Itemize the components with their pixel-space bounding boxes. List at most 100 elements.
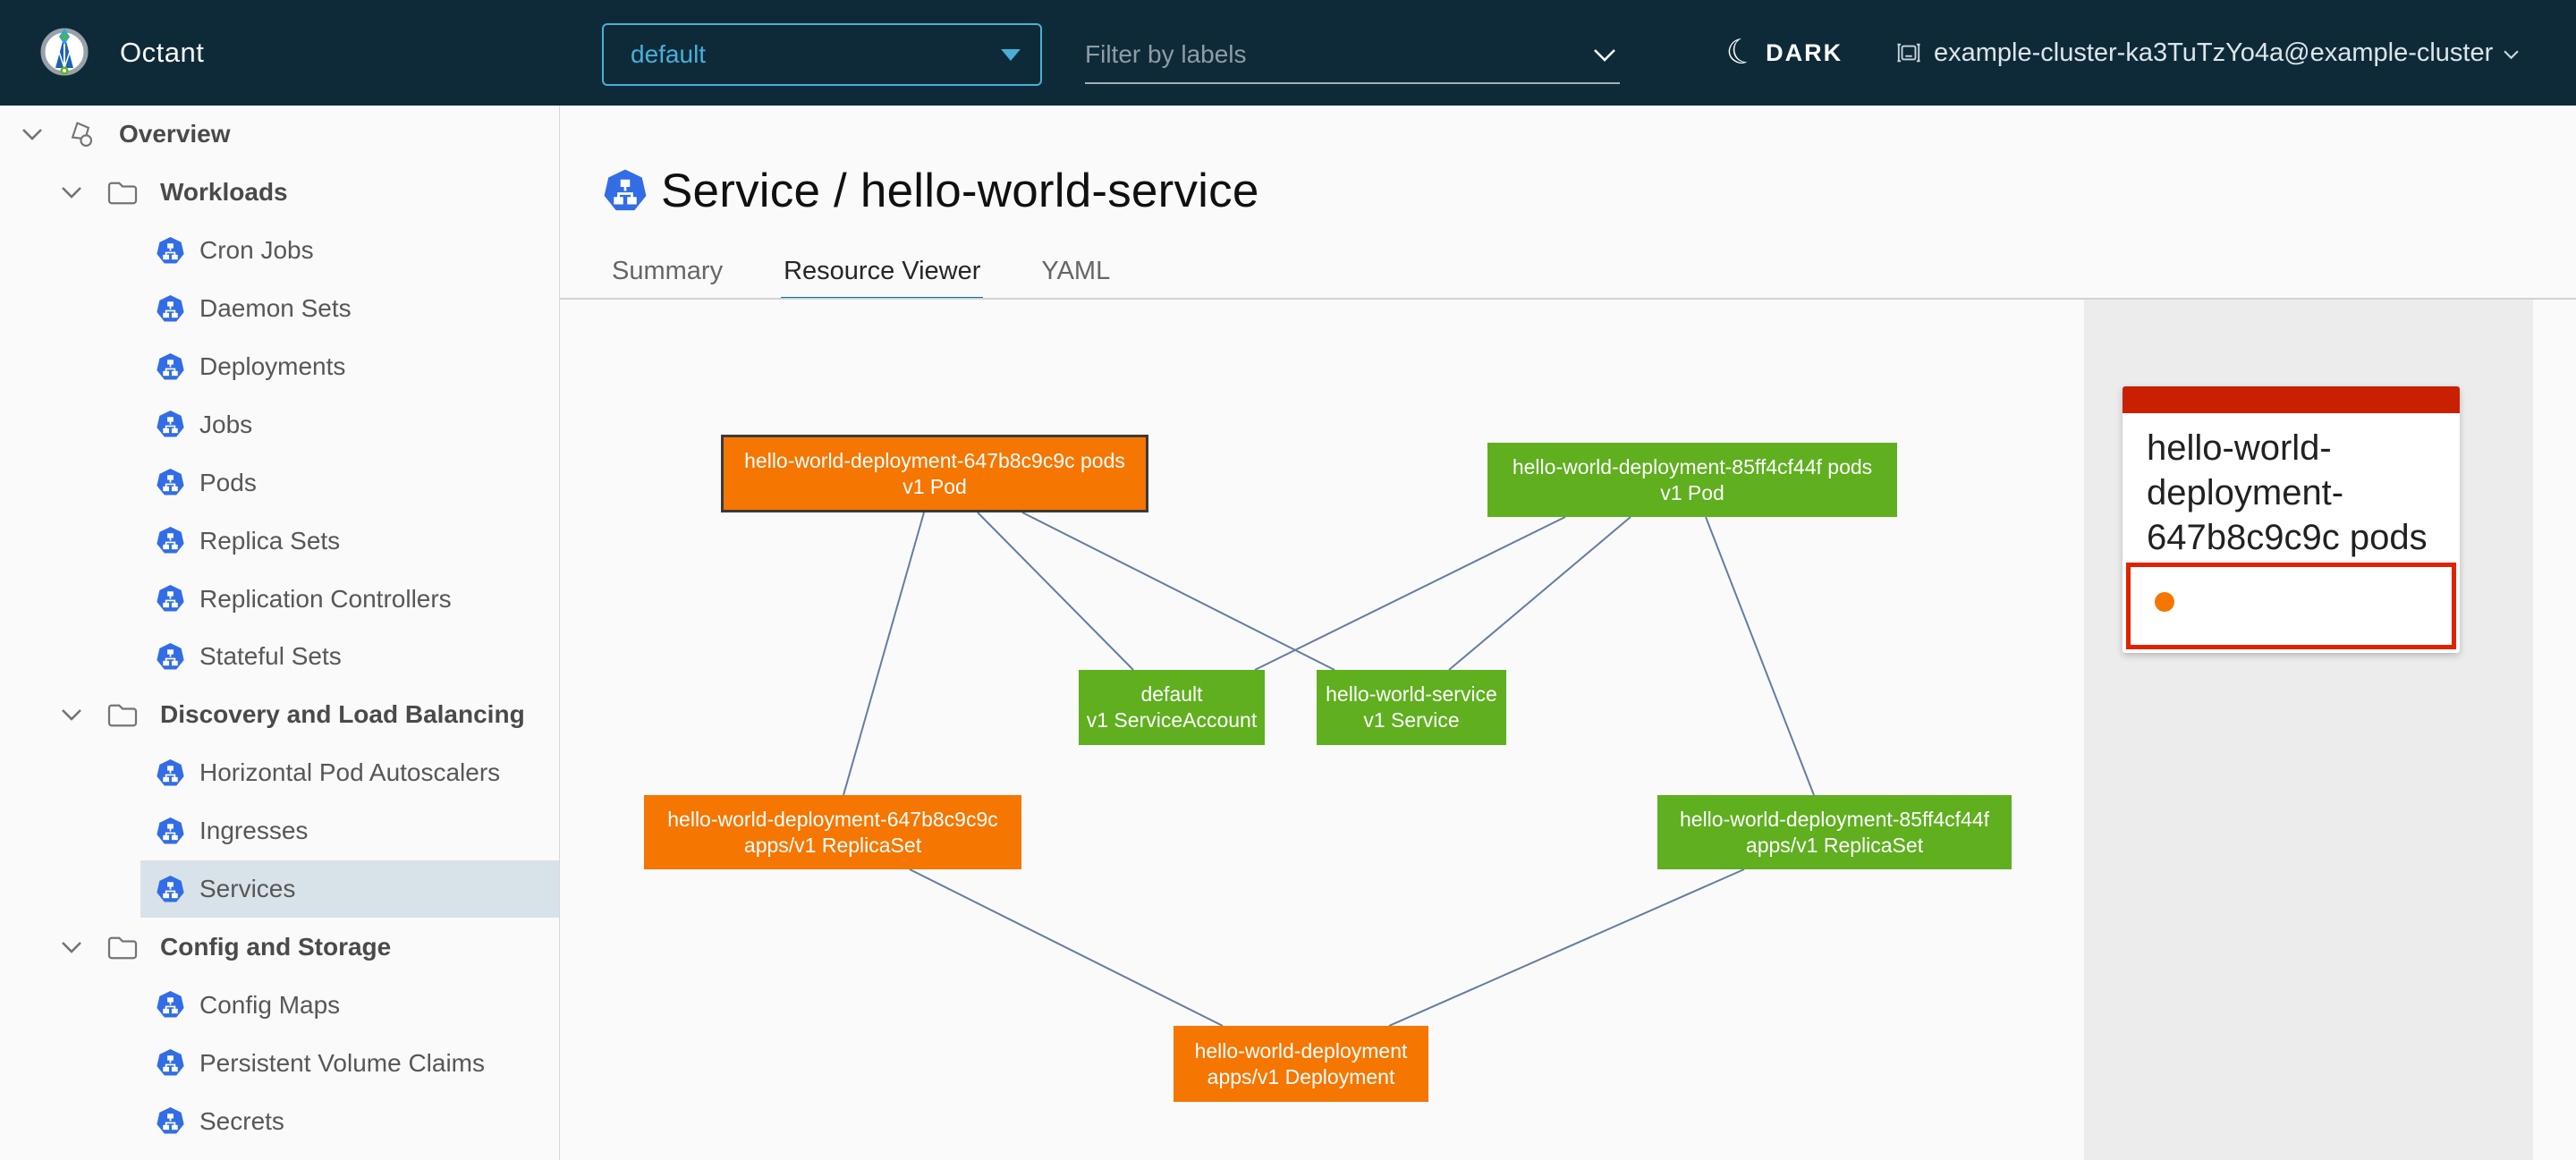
filter-by-labels-input[interactable] [1085, 40, 1593, 69]
k8s-replication-controllers-icon [157, 585, 184, 612]
sidebar-item-config-and-storage[interactable]: Config and Storage [0, 918, 559, 976]
graph-edges [843, 512, 1815, 1027]
node-label-name: hello-world-deployment [1194, 1038, 1408, 1063]
k8s-pods-icon [157, 469, 184, 495]
folder-icon [107, 936, 138, 960]
sidebar-item-secrets[interactable]: Secrets [0, 1092, 559, 1150]
chevron-down-icon [22, 129, 42, 141]
sidebar-item-label: Cron Jobs [199, 236, 314, 265]
sidebar-item-label: Services [199, 875, 296, 903]
namespace-selector[interactable]: default [602, 23, 1042, 86]
moon-icon: ☾ [1722, 30, 1761, 75]
sidebar-item-label: Daemon Sets [199, 294, 352, 323]
cluster-context-selector[interactable]: example-cluster-ka3TuTzYo4a@example-clus… [1896, 0, 2519, 106]
chevron-down-icon [62, 709, 81, 722]
node-label-kind: v1 Pod [902, 474, 967, 498]
node-label-kind: v1 Service [1363, 708, 1460, 732]
selected-node-detail-card: hello-world-deployment-647b8c9c9c pods [2123, 386, 2460, 653]
tab-bar: Summary Resource Viewer YAML [609, 257, 1113, 301]
service-resource-icon [604, 168, 647, 214]
tab-summary[interactable]: Summary [612, 257, 724, 285]
sidebar-item-label: Config and Storage [160, 932, 392, 961]
sidebar-item-replica-sets[interactable]: Replica Sets [0, 512, 559, 570]
applications-icon [71, 122, 93, 148]
k8s-persistent-volume-claims-icon [157, 1049, 184, 1076]
sidebar-item-workloads[interactable]: Workloads [0, 164, 559, 222]
tab-resource-viewer[interactable]: Resource Viewer [781, 257, 984, 301]
sidebar-item-label: Workloads [160, 178, 288, 207]
sidebar-item-label: Horizontal Pod Autoscalers [199, 758, 501, 787]
node-label-kind: v1 Pod [1660, 480, 1724, 504]
sidebar-item-overview[interactable]: Overview [0, 106, 559, 164]
detail-panel: hello-world-deployment-647b8c9c9c pods [2084, 300, 2533, 1160]
sidebar-item-label: Deployments [199, 352, 346, 380]
k8s-services-icon [157, 875, 184, 902]
chevron-down-icon [2504, 49, 2519, 60]
page-title-text: Service / hello-world-service [661, 165, 1259, 217]
sidebar-item-cron-jobs[interactable]: Cron Jobs [0, 222, 559, 280]
folder-icon [107, 182, 138, 205]
octant-logo-icon [39, 27, 89, 77]
sidebar-item-deployments[interactable]: Deployments [0, 338, 559, 396]
node-label-name: hello-world-deployment-85ff4cf44f pods [1512, 454, 1873, 478]
sidebar-item-label: Ingresses [199, 817, 309, 845]
sidebar-item-label: Replication Controllers [199, 584, 452, 613]
sidebar-item-discovery-and-load-balancing[interactable]: Discovery and Load Balancing [0, 686, 559, 744]
k8s-secrets-icon [157, 1107, 184, 1134]
app-title: Octant [120, 37, 205, 68]
k8s-deployments-icon [157, 352, 184, 379]
k8s-replica-sets-icon [157, 527, 184, 554]
sidebar-item-label: Discovery and Load Balancing [160, 700, 525, 729]
sidebar-item-ingresses[interactable]: Ingresses [0, 802, 559, 860]
app-header: Octant default ☾ DARK example-cluster-ka… [0, 0, 2576, 106]
k8s-jobs-icon [157, 411, 184, 437]
sidebar-item-label: Config Maps [199, 990, 341, 1019]
node-label-kind: apps/v1 ReplicaSet [743, 833, 922, 857]
theme-toggle-label: DARK [1766, 38, 1843, 66]
content-divider [560, 298, 2576, 300]
k8s-cron-jobs-icon [157, 236, 184, 264]
node-label-kind: apps/v1 Deployment [1207, 1064, 1395, 1088]
node-label-kind: v1 ServiceAccount [1086, 708, 1258, 732]
chevron-down-icon [62, 187, 81, 199]
sidebar-item-services[interactable]: Services [0, 859, 559, 919]
sidebar-item-label: Stateful Sets [199, 642, 342, 671]
pod-status-dot[interactable] [2155, 592, 2174, 612]
k8s-config-maps-icon [157, 991, 184, 1018]
node-label-name: hello-world-deployment-85ff4cf44f [1679, 807, 1990, 831]
dark-theme-toggle[interactable]: ☾ DARK [1722, 0, 1843, 106]
k8s-stateful-sets-icon [157, 642, 184, 670]
node-label-name: hello-world-deployment-647b8c9c9c [667, 807, 998, 831]
node-label-kind: apps/v1 ReplicaSet [1745, 833, 1924, 857]
label-filter [1085, 27, 1620, 84]
folder-icon [107, 704, 138, 727]
sidebar-item-replication-controllers[interactable]: Replication Controllers [0, 570, 559, 628]
sidebar-item-pods[interactable]: Pods [0, 453, 559, 512]
sidebar-item-label: Pods [199, 468, 257, 496]
sidebar-item-daemon-sets[interactable]: Daemon Sets [0, 280, 559, 338]
sidebar-item-persistent-volume-claims[interactable]: Persistent Volume Claims [0, 1034, 559, 1092]
chevron-down-icon[interactable] [1593, 48, 1616, 62]
k8s-daemon-sets-icon [157, 294, 184, 322]
sidebar-item-label: Jobs [199, 410, 253, 438]
sidebar-item-label: Replica Sets [199, 526, 341, 555]
caret-down-icon [1001, 48, 1021, 61]
sidebar-item-jobs[interactable]: Jobs [0, 395, 559, 453]
tab-yaml[interactable]: YAML [1041, 257, 1111, 285]
sidebar-item-stateful-sets[interactable]: Stateful Sets [0, 628, 559, 686]
sidebar-item-horizontal-pod-autoscalers[interactable]: Horizontal Pod Autoscalers [0, 744, 559, 802]
sidebar-item-config-maps[interactable]: Config Maps [0, 976, 559, 1034]
card-status-bar [2123, 386, 2460, 413]
card-status-box [2126, 563, 2456, 649]
k8s-ingresses-icon [157, 817, 184, 844]
sidebar-item-label: Overview [119, 120, 231, 148]
